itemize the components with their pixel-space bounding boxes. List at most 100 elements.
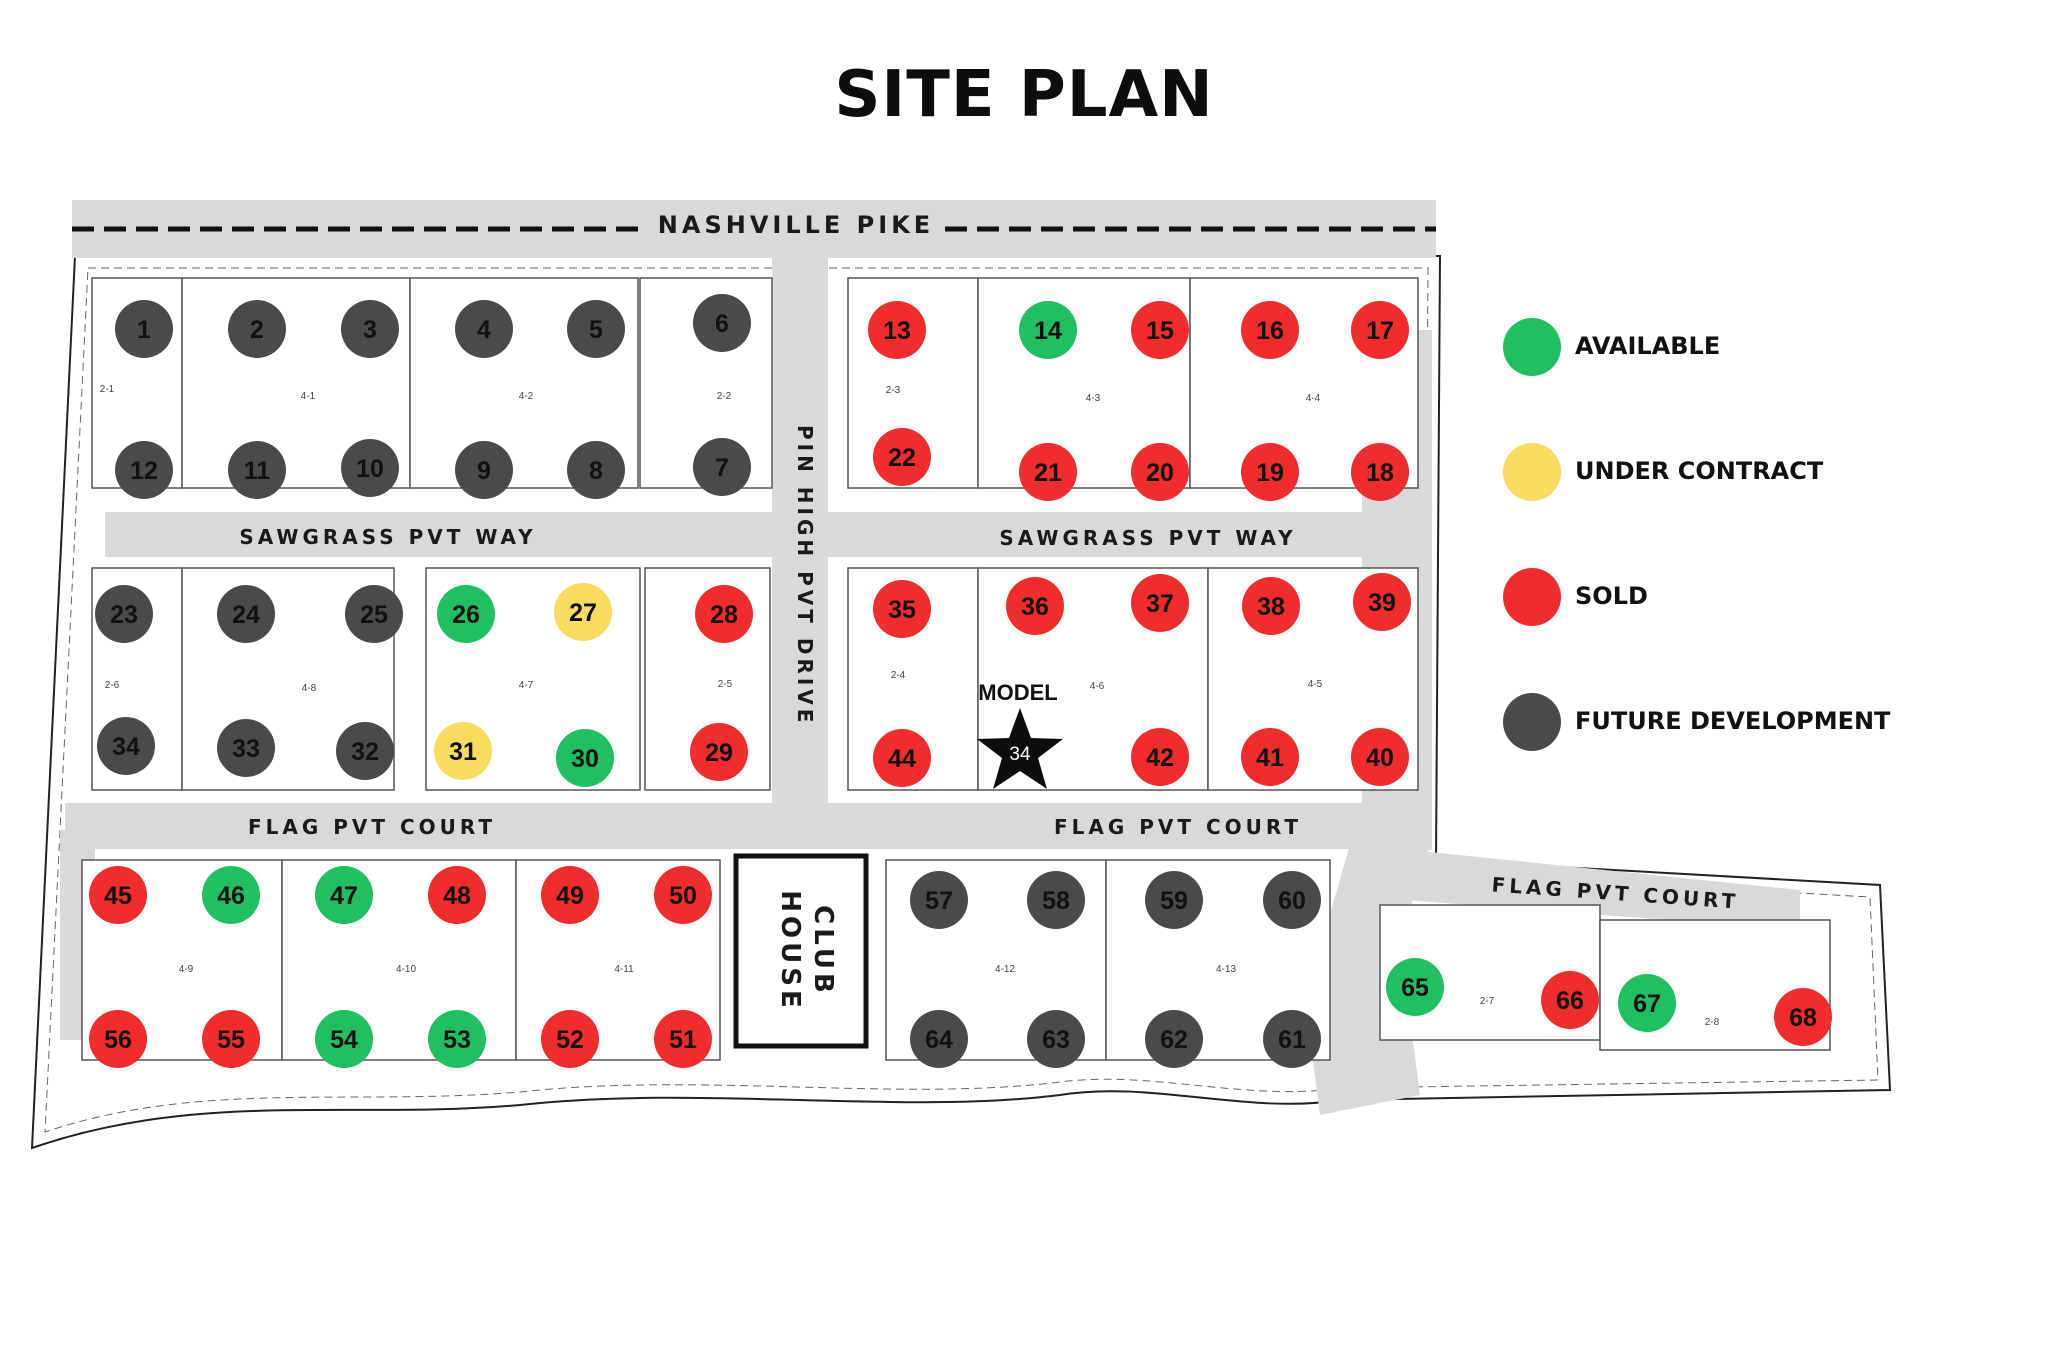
building-label: 4-12: [995, 964, 1015, 975]
lot-marker-39[interactable]: 39: [1353, 573, 1411, 631]
lot-status-dot: [341, 439, 399, 497]
lot-marker-7[interactable]: 7: [693, 438, 751, 496]
lot-marker-25[interactable]: 25: [345, 585, 403, 643]
lot-marker-41[interactable]: 41: [1241, 728, 1299, 786]
lot-status-dot: [556, 729, 614, 787]
lot-status-dot: [1145, 871, 1203, 929]
lot-marker-19[interactable]: 19: [1241, 443, 1299, 501]
lot-marker-37[interactable]: 37: [1131, 574, 1189, 632]
clubhouse-label-line2: HOUSE: [775, 890, 805, 1011]
lot-marker-8[interactable]: 8: [567, 441, 625, 499]
legend-dot: [1503, 568, 1561, 626]
lot-status-dot: [228, 300, 286, 358]
lot-marker-30[interactable]: 30: [556, 729, 614, 787]
lot-marker-51[interactable]: 51: [654, 1010, 712, 1068]
lot-marker-16[interactable]: 16: [1241, 301, 1299, 359]
model-home[interactable]: MODEL 34: [977, 680, 1063, 789]
lot-marker-14[interactable]: 14: [1019, 301, 1077, 359]
lot-marker-54[interactable]: 54: [315, 1010, 373, 1068]
lot-marker-24[interactable]: 24: [217, 585, 275, 643]
lot-marker-63[interactable]: 63: [1027, 1010, 1085, 1068]
building-label: 4-6: [1090, 681, 1105, 692]
lot-status-dot: [1263, 1010, 1321, 1068]
lot-marker-45[interactable]: 45: [89, 866, 147, 924]
lot-marker-55[interactable]: 55: [202, 1010, 260, 1068]
lot-status-dot: [315, 1010, 373, 1068]
lot-marker-65[interactable]: 65: [1386, 958, 1444, 1016]
lot-marker-13[interactable]: 13: [868, 301, 926, 359]
lot-marker-46[interactable]: 46: [202, 866, 260, 924]
lot-marker-32[interactable]: 32: [336, 722, 394, 780]
lot-status-dot: [654, 1010, 712, 1068]
lot-marker-17[interactable]: 17: [1351, 301, 1409, 359]
lot-status-dot: [434, 722, 492, 780]
lot-marker-60[interactable]: 60: [1263, 871, 1321, 929]
lot-marker-49[interactable]: 49: [541, 866, 599, 924]
lot-marker-9[interactable]: 9: [455, 441, 513, 499]
lot-status-dot: [228, 441, 286, 499]
lot-number: 68: [1789, 1004, 1817, 1032]
lot-marker-15[interactable]: 15: [1131, 301, 1189, 359]
lot-marker-59[interactable]: 59: [1145, 871, 1203, 929]
lot-marker-29[interactable]: 29: [690, 723, 748, 781]
lot-marker-56[interactable]: 56: [89, 1010, 147, 1068]
lot-marker-34[interactable]: 34: [97, 717, 155, 775]
lot-marker-58[interactable]: 58: [1027, 871, 1085, 929]
lot-marker-28[interactable]: 28: [695, 585, 753, 643]
lot-marker-11[interactable]: 11: [228, 441, 286, 499]
lot-marker-40[interactable]: 40: [1351, 728, 1409, 786]
lot-marker-66[interactable]: 66: [1541, 971, 1599, 1029]
lot-marker-10[interactable]: 10: [341, 439, 399, 497]
lot-marker-61[interactable]: 61: [1263, 1010, 1321, 1068]
lot-status-dot: [455, 300, 513, 358]
lot-marker-50[interactable]: 50: [654, 866, 712, 924]
lot-number: 10: [356, 455, 384, 483]
lot-marker-1[interactable]: 1: [115, 300, 173, 358]
lot-marker-62[interactable]: 62: [1145, 1010, 1203, 1068]
lot-marker-52[interactable]: 52: [541, 1010, 599, 1068]
lot-status-dot: [1131, 728, 1189, 786]
lot-marker-47[interactable]: 47: [315, 866, 373, 924]
building-label: 4-3: [1086, 393, 1101, 404]
lot-marker-18[interactable]: 18: [1351, 443, 1409, 501]
lot-status-dot: [910, 871, 968, 929]
lot-marker-38[interactable]: 38: [1242, 577, 1300, 635]
legend-item-future: FUTURE DEVELOPMENT: [1503, 693, 1963, 753]
lot-marker-33[interactable]: 33: [217, 719, 275, 777]
lot-status-dot: [1027, 871, 1085, 929]
lot-marker-4[interactable]: 4: [455, 300, 513, 358]
lot-marker-2[interactable]: 2: [228, 300, 286, 358]
lot-status-dot: [567, 441, 625, 499]
lot-marker-68[interactable]: 68: [1774, 988, 1832, 1046]
lot-marker-21[interactable]: 21: [1019, 443, 1077, 501]
lot-marker-31[interactable]: 31: [434, 722, 492, 780]
lot-marker-67[interactable]: 67: [1618, 974, 1676, 1032]
lot-marker-35[interactable]: 35: [873, 580, 931, 638]
lot-marker-36[interactable]: 36: [1006, 577, 1064, 635]
lot-marker-64[interactable]: 64: [910, 1010, 968, 1068]
setback-line: [44, 267, 1879, 1133]
lot-number: 49: [556, 882, 584, 910]
lot-status-dot: [1241, 443, 1299, 501]
lot-marker-20[interactable]: 20: [1131, 443, 1189, 501]
lot-marker-12[interactable]: 12: [115, 441, 173, 499]
lot-status-dot: [1241, 728, 1299, 786]
lot-marker-42[interactable]: 42: [1131, 728, 1189, 786]
lot-number: 27: [569, 599, 597, 627]
building-label: 4-10: [396, 964, 416, 975]
lot-marker-48[interactable]: 48: [428, 866, 486, 924]
lot-marker-22[interactable]: 22: [873, 428, 931, 486]
lot-marker-44[interactable]: 44: [873, 729, 931, 787]
lot-marker-6[interactable]: 6: [693, 294, 751, 352]
lot-marker-26[interactable]: 26: [437, 585, 495, 643]
lot-number: 28: [710, 601, 738, 629]
lot-marker-57[interactable]: 57: [910, 871, 968, 929]
lot-marker-5[interactable]: 5: [567, 300, 625, 358]
lot-marker-53[interactable]: 53: [428, 1010, 486, 1068]
lot-marker-23[interactable]: 23: [95, 585, 153, 643]
lot-number: 52: [556, 1026, 584, 1054]
lot-marker-27[interactable]: 27: [554, 583, 612, 641]
lot-marker-3[interactable]: 3: [341, 300, 399, 358]
lot-number: 29: [705, 739, 733, 767]
